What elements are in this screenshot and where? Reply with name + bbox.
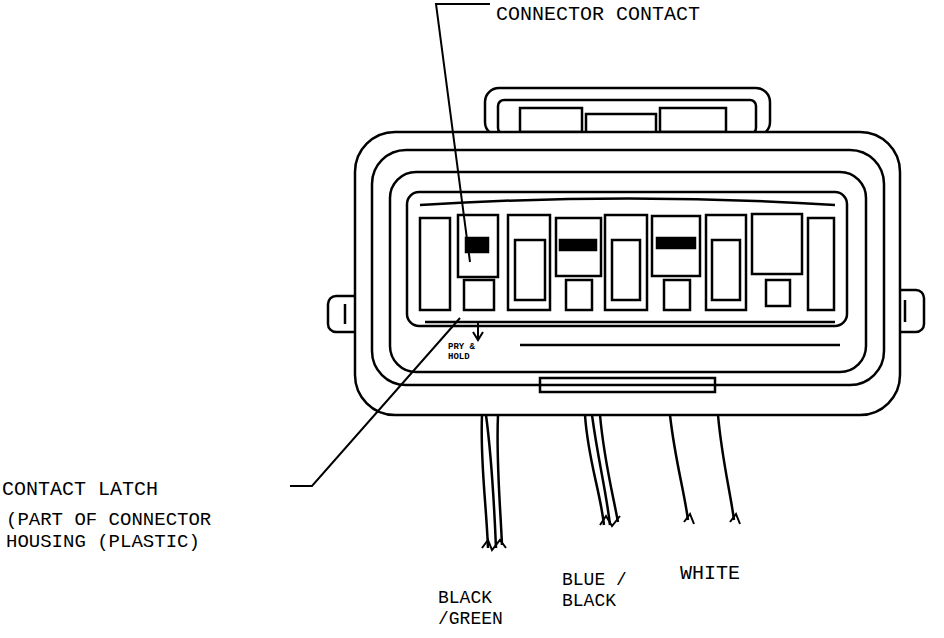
wire-color-label: BLUE / BLACK bbox=[562, 570, 638, 611]
wire-color-label: BLACK /GREEN bbox=[438, 588, 514, 629]
note-label: (PART OF CONNECTOR HOUSING (PLASTIC) bbox=[6, 510, 256, 554]
part-label: CONNECTOR CONTACT bbox=[496, 3, 736, 26]
instruction-label: PRY & HOLD bbox=[448, 342, 482, 363]
wire-color-label: WHITE bbox=[680, 562, 780, 585]
part-label: CONTACT LATCH bbox=[2, 478, 202, 501]
